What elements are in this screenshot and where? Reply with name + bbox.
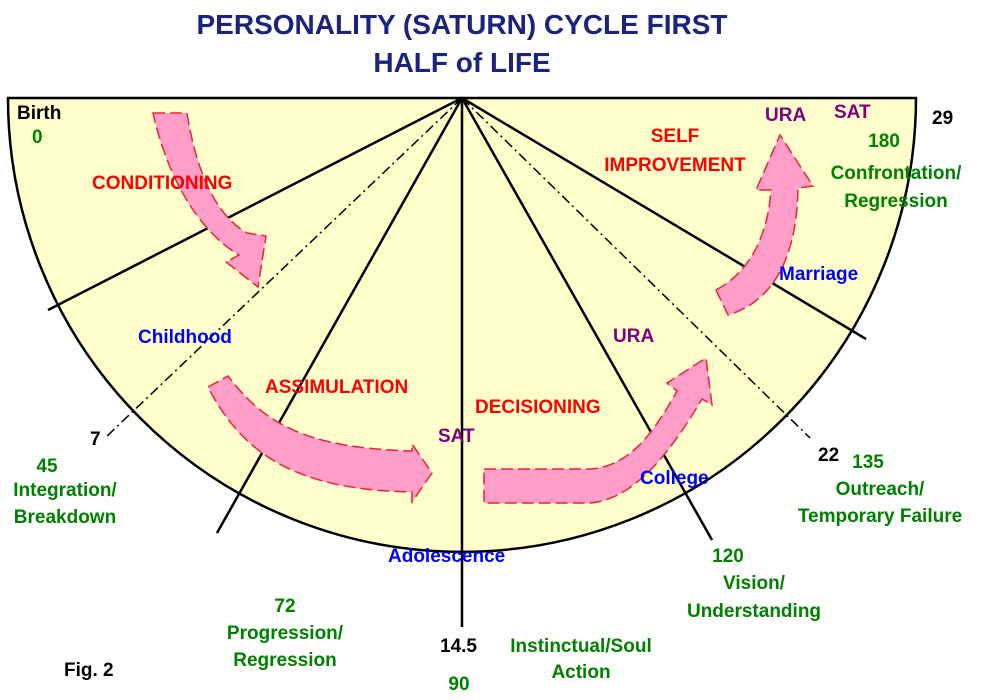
phase-120-line1: Vision/	[723, 573, 786, 594]
planet-ura-top: URA	[765, 105, 806, 126]
phase-120-line2: Understanding	[687, 601, 821, 622]
spoke-45-dashed	[104, 97, 463, 439]
spoke-marriage-boundary	[461, 96, 867, 341]
age-birth: Birth	[17, 103, 61, 124]
title-line-1: PERSONALITY (SATURN) CYCLE FIRST	[197, 9, 728, 40]
phase-labels: 0 45 Integration/ Breakdown 72 Progressi…	[13, 127, 962, 695]
stage-college: College	[640, 468, 709, 489]
spoke-135-dashed	[461, 97, 811, 439]
phase-135-line1: Outreach/	[836, 479, 925, 500]
dashed-spokes	[104, 97, 811, 439]
degree-45: 45	[36, 456, 58, 477]
degree-90: 90	[448, 674, 469, 695]
decisioning-arrow	[483, 356, 713, 504]
conditioning-arrow	[152, 112, 267, 289]
self-improvement-arrow	[715, 133, 815, 316]
label-conditioning: CONDITIONING	[92, 173, 232, 194]
solid-spokes	[47, 96, 867, 627]
age-labels: Birth 7 14.5 22 29	[17, 103, 953, 657]
planet-sat-center: SAT	[438, 426, 475, 447]
figure-label: Fig. 2	[64, 660, 114, 681]
stage-marriage: Marriage	[779, 264, 858, 285]
process-arrows	[152, 112, 815, 505]
process-labels: CONDITIONING ASSIMULATION DECISIONING SE…	[92, 126, 746, 418]
age-22: 22	[818, 445, 839, 466]
spoke-72	[215, 97, 464, 534]
phase-45-line2: Breakdown	[14, 507, 116, 528]
title-line-2: HALF of LIFE	[373, 47, 550, 78]
spoke-120	[460, 97, 714, 541]
age-14-5: 14.5	[440, 636, 477, 657]
label-self: SELF	[651, 126, 700, 147]
phase-72-line2: Regression	[233, 650, 336, 671]
age-29: 29	[932, 108, 953, 129]
assimulation-arrow	[206, 375, 433, 505]
phase-180-line2: Regression	[844, 191, 947, 212]
phase-45-line1: Integration/	[13, 480, 117, 501]
life-stage-labels: Childhood Adolescence College Marriage	[138, 264, 858, 567]
degree-135: 135	[852, 452, 884, 473]
phase-90-line1: Instinctual/Soul	[510, 636, 651, 657]
planet-labels: SAT URA URA SAT	[438, 102, 871, 447]
age-7: 7	[90, 429, 101, 450]
degree-0: 0	[32, 127, 43, 148]
label-assimulation: ASSIMULATION	[265, 377, 408, 398]
stage-adolescence: Adolescence	[388, 546, 505, 567]
stage-childhood: Childhood	[138, 327, 232, 348]
phase-135-line2: Temporary Failure	[798, 506, 962, 527]
phase-90-line2: Action	[551, 662, 610, 683]
phase-72-line1: Progression/	[227, 623, 344, 644]
phase-180-line1: Confrontation/	[831, 163, 963, 184]
label-improvement: IMPROVEMENT	[604, 155, 746, 176]
label-decisioning: DECISIONING	[475, 397, 601, 418]
planet-sat-top: SAT	[834, 102, 871, 123]
degree-120: 120	[712, 546, 744, 567]
degree-72: 72	[274, 596, 295, 617]
degree-180: 180	[868, 131, 900, 152]
planet-ura-mid: URA	[613, 326, 654, 347]
spoke-conditioning-boundary	[47, 96, 463, 312]
